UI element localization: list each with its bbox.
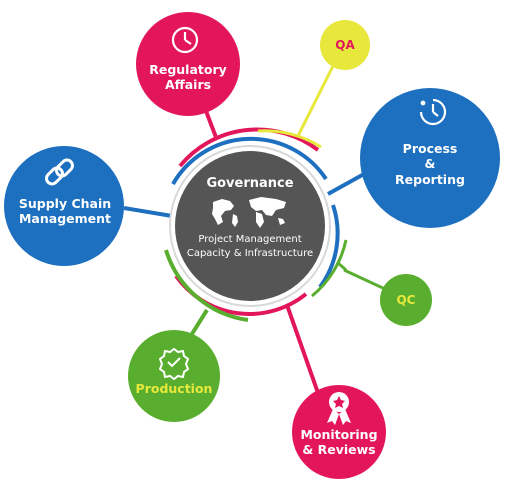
arc-blue-outer xyxy=(171,136,328,185)
world-map-icon xyxy=(212,197,286,228)
hub-line1: Project Management xyxy=(198,234,302,245)
qc-node[interactable] xyxy=(380,274,432,326)
monitoring-reviews-node[interactable] xyxy=(292,385,386,479)
connector-supply xyxy=(123,206,173,218)
qa-line1: QA xyxy=(335,38,355,52)
award-ribbon-icon xyxy=(327,392,351,425)
hub-circle xyxy=(175,151,325,301)
supply-chain-label: Supply Chain Management xyxy=(8,196,122,227)
monitoring-line2: & Reviews xyxy=(302,442,376,458)
qa-label: QA xyxy=(320,38,370,53)
supply-chain-node[interactable] xyxy=(4,146,124,266)
production-node[interactable] xyxy=(128,330,220,422)
production-label: Production xyxy=(130,381,218,396)
hub-line2: Capacity & Infrastructure xyxy=(186,248,314,259)
arc-red-outer xyxy=(178,127,320,168)
badge-check-icon xyxy=(158,347,190,381)
process-reporting-label: Process & Reporting xyxy=(375,141,485,187)
regulatory-affairs-label: Regulatory Affairs xyxy=(138,62,238,93)
arc-yellow-outer xyxy=(257,129,322,149)
production-line1: Production xyxy=(135,381,213,396)
qc-tick xyxy=(336,260,347,272)
monitoring-line1: Monitoring xyxy=(300,427,378,442)
connector-qc xyxy=(343,268,386,291)
supply-line2: Management xyxy=(18,211,111,227)
qa-node[interactable] xyxy=(320,20,370,70)
connector-qa xyxy=(296,65,335,137)
process-line1: Process xyxy=(402,141,458,156)
timer-icon xyxy=(419,98,447,126)
connector-monitoring xyxy=(285,304,320,394)
connector-process xyxy=(327,172,365,196)
chain-link-icon xyxy=(45,158,74,186)
regulatory-affairs-line1: Regulatory xyxy=(149,62,227,77)
process-reporting-node[interactable] xyxy=(360,88,500,228)
arc-green-bottom xyxy=(164,249,249,322)
connector-regulatory xyxy=(204,110,219,141)
arc-green-right xyxy=(311,239,348,298)
clock-icon xyxy=(171,26,199,54)
regulatory-affairs-node[interactable] xyxy=(136,12,240,116)
arc-blue-right xyxy=(318,204,340,289)
regulatory-affairs-line2: Affairs xyxy=(164,77,212,93)
qc-line1: QC xyxy=(396,293,416,307)
supply-line1: Supply Chain xyxy=(18,196,112,211)
monitoring-reviews-label: Monitoring & Reviews xyxy=(291,427,387,458)
hub-title: Governance xyxy=(206,176,294,191)
qc-label: QC xyxy=(381,293,431,308)
process-line3: Reporting xyxy=(395,171,465,187)
process-line2: & xyxy=(424,156,436,172)
